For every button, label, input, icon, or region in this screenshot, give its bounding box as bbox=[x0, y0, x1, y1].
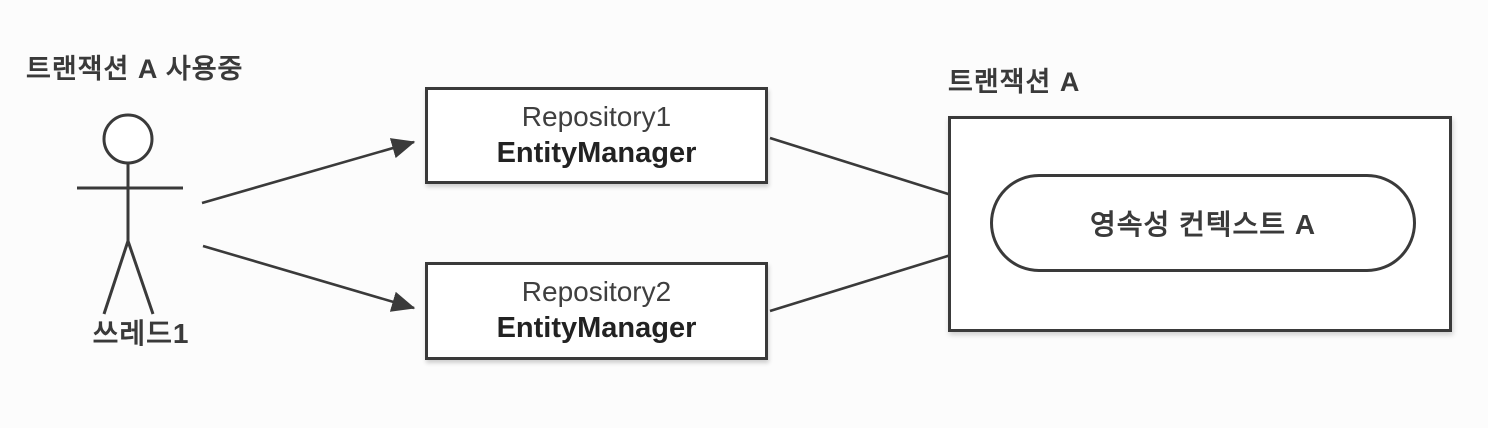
repository2-title: Repository2 bbox=[521, 276, 672, 307]
actor-caption: 트랜잭션 A 사용중 bbox=[26, 54, 244, 84]
arrow-actor-to-repository1 bbox=[201, 138, 416, 205]
actor-stick-figure-icon bbox=[77, 113, 183, 315]
actor-name-label: 쓰레드1 bbox=[92, 318, 190, 349]
repository1-entitymanager-label: EntityManager bbox=[496, 136, 697, 169]
transaction-label: 트랜잭션 A bbox=[948, 67, 1081, 97]
persistence-context-node: 영속성 컨텍스트 A bbox=[990, 174, 1416, 272]
actor-left-leg bbox=[102, 240, 130, 315]
arrow-repository1-to-context bbox=[769, 136, 982, 208]
repository1-box: Repository1 EntityManager bbox=[425, 87, 768, 184]
actor-head bbox=[102, 113, 154, 165]
repository1-title: Repository1 bbox=[521, 100, 672, 132]
repository2-entitymanager-label: EntityManager bbox=[496, 312, 697, 344]
arrow-actor-to-repository2 bbox=[202, 244, 416, 312]
arrow-repository2-to-context bbox=[769, 242, 982, 313]
persistence-context-label: 영속성 컨텍스트 A bbox=[1089, 209, 1317, 240]
actor-right-leg bbox=[126, 240, 155, 315]
repository2-box: Repository2 EntityManager bbox=[425, 262, 768, 360]
